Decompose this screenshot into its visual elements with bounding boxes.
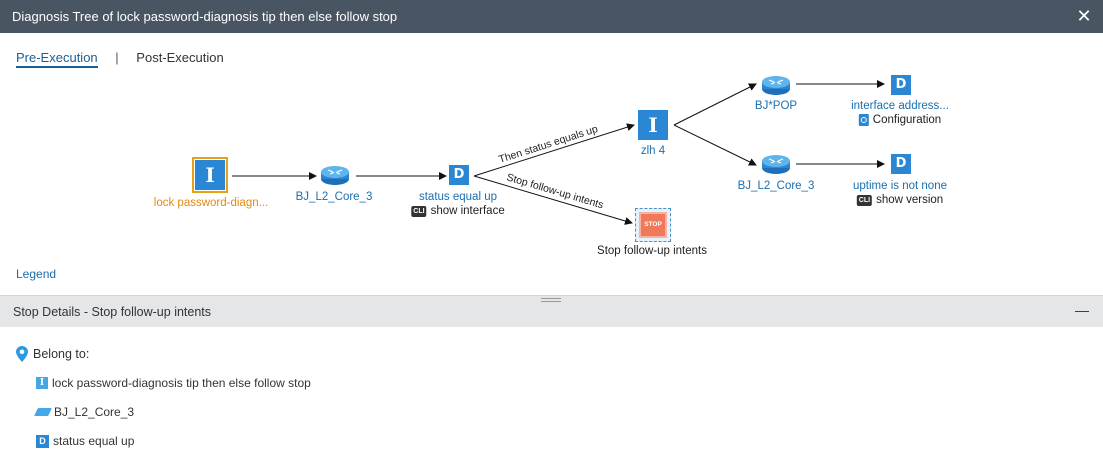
config-text: Configuration	[872, 114, 942, 126]
execution-tabs: Pre-Execution | Post-Execution	[16, 50, 224, 68]
legend-link[interactable]: Legend	[16, 267, 57, 281]
close-icon[interactable]: ✕	[1076, 6, 1092, 26]
cli-icon: CLI	[856, 194, 873, 206]
stop-icon: STOP	[639, 212, 667, 238]
intent-icon[interactable]: I	[638, 110, 668, 140]
resize-handle[interactable]	[541, 298, 561, 302]
belong-to-heading: Belong to:	[16, 346, 89, 362]
edge-label-then: Then status equals up	[497, 123, 599, 166]
belong-item-device[interactable]: BJ_L2_Core_3	[34, 405, 135, 419]
router-icon[interactable]	[761, 74, 791, 96]
edge-diag-to-stop	[473, 175, 633, 225]
belong-item-label: status equal up	[53, 434, 135, 448]
tab-post-execution[interactable]: Post-Execution	[136, 50, 224, 65]
stop-node[interactable]: STOP	[635, 208, 671, 242]
edge-label-stop: Stop follow-up intents	[505, 171, 605, 211]
command-text: show interface	[430, 205, 505, 217]
diagnosis-config: Configuration	[858, 114, 942, 126]
belong-item-label: BJ_L2_Core_3	[54, 405, 135, 419]
intent-label-zlh-4[interactable]: zlh 4	[640, 145, 666, 157]
diagnosis-icon: D	[36, 434, 49, 448]
device-label-bj-l2-core-3[interactable]: BJ_L2_Core_3	[295, 191, 373, 203]
stop-node-label[interactable]: Stop follow-up intents	[597, 245, 707, 257]
diagnosis-label-interface-address[interactable]: interface address...	[851, 100, 949, 112]
command-text: show version	[876, 194, 944, 206]
edge-diag-to-intent	[473, 123, 635, 177]
root-intent-node[interactable]: I	[192, 157, 228, 193]
root-intent-label[interactable]: lock password-diagn...	[153, 197, 269, 209]
diagnosis-command: CLI show interface	[411, 205, 505, 217]
window-titlebar: Diagnosis Tree of lock password-diagnosi…	[0, 0, 1103, 33]
belong-item-diagnosis[interactable]: D status equal up	[36, 434, 134, 448]
diagnosis-icon[interactable]: D	[891, 75, 911, 95]
diagnosis-command: CLI show version	[856, 194, 944, 206]
belong-to-label: Belong to:	[33, 347, 90, 361]
cli-icon: CLI	[411, 205, 427, 217]
intent-icon: I	[195, 160, 225, 190]
edge-intent-to-device2	[673, 83, 757, 126]
diagnosis-label-uptime-is-not-none[interactable]: uptime is not none	[853, 180, 947, 192]
diagnosis-label-status-equal-up[interactable]: status equal up	[418, 191, 498, 203]
diagnosis-icon[interactable]: D	[891, 154, 911, 174]
location-pin-icon	[16, 346, 28, 362]
diagnosis-icon[interactable]: D	[449, 165, 469, 185]
intent-icon: I	[36, 377, 48, 389]
details-header: Stop Details - Stop follow-up intents —	[0, 295, 1103, 327]
collapse-icon[interactable]: —	[1075, 302, 1089, 318]
tab-separator: |	[115, 50, 119, 65]
router-icon[interactable]	[761, 153, 791, 175]
window-title: Diagnosis Tree of lock password-diagnosi…	[12, 9, 398, 24]
diagnosis-tree-canvas[interactable]: Then status equals up Stop follow-up int…	[0, 33, 1103, 295]
router-icon[interactable]	[320, 164, 350, 186]
device-label-bj-l2-core-3[interactable]: BJ_L2_Core_3	[737, 180, 815, 192]
configuration-icon	[858, 114, 869, 126]
device-icon	[34, 408, 52, 416]
tree-edges: Then status equals up Stop follow-up int…	[232, 80, 885, 225]
details-title: Stop Details - Stop follow-up intents	[13, 305, 212, 319]
belong-item-label: lock password-diagnosis tip then else fo…	[52, 376, 311, 390]
details-panel: Belong to: I lock password-diagnosis tip…	[0, 327, 1103, 465]
edge-intent-to-device3	[673, 124, 757, 166]
belong-item-intent[interactable]: I lock password-diagnosis tip then else …	[36, 376, 311, 390]
tab-pre-execution[interactable]: Pre-Execution	[16, 50, 98, 68]
device-label-bj-pop[interactable]: BJ*POP	[754, 100, 798, 112]
